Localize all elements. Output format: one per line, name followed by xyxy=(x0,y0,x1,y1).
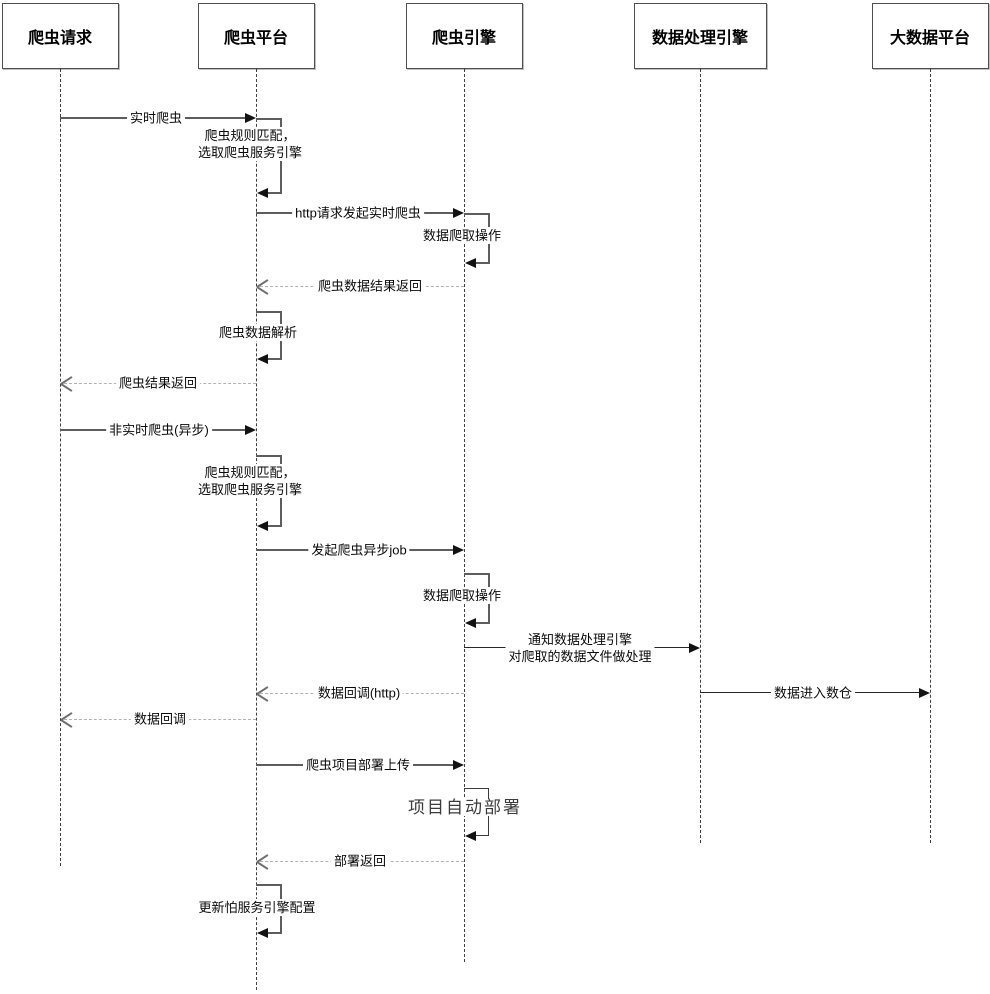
arrowhead-icon xyxy=(245,113,256,123)
message-label: http请求发起实时爬虫 xyxy=(292,204,424,222)
actor-box-crawler-platform: 爬虫平台 xyxy=(197,3,315,69)
self-loop-bottom xyxy=(474,622,490,624)
message-label: 实时爬虫 xyxy=(126,109,186,127)
message-label: 数据爬取操作 xyxy=(419,227,505,244)
arrowhead-icon xyxy=(689,643,700,653)
message-label: 爬虫规则匹配，选取爬虫服务引擎 xyxy=(194,127,306,161)
arrowhead-icon xyxy=(465,618,476,628)
arrowhead-icon xyxy=(257,354,268,364)
message-label: 更新怕服务引擎配置 xyxy=(195,899,319,916)
self-loop-top xyxy=(464,573,488,575)
arrowhead-icon xyxy=(257,188,268,198)
arrowhead-icon xyxy=(453,208,464,218)
open-arrowhead-icon xyxy=(60,712,74,728)
self-loop-bottom xyxy=(266,932,282,934)
message-label: 部署返回 xyxy=(330,852,390,870)
self-loop-bottom xyxy=(474,835,489,836)
actor-box-big-data-platform: 大数据平台 xyxy=(871,3,989,69)
message-label: 爬虫规则匹配，选取爬虫服务引擎 xyxy=(194,464,306,498)
self-loop-bottom xyxy=(266,525,282,527)
actor-box-crawler-engine: 爬虫引擎 xyxy=(405,3,523,69)
message-label: 爬虫结果返回 xyxy=(115,374,201,392)
self-loop-bottom xyxy=(266,192,282,194)
message-label: 数据进入数仓 xyxy=(770,684,856,702)
actor-box-data-processing-engine: 数据处理引擎 xyxy=(633,3,767,69)
arrowhead-icon xyxy=(465,831,476,841)
arrowhead-icon xyxy=(257,928,268,938)
lifeline-data-processing-engine xyxy=(700,69,701,843)
message-label: 通知数据处理引擎对爬取的数据文件做处理 xyxy=(505,631,655,665)
self-loop-top xyxy=(464,213,488,215)
arrowhead-icon xyxy=(257,521,268,531)
message-label: 爬虫数据结果返回 xyxy=(314,277,426,295)
arrowhead-icon xyxy=(245,425,256,435)
open-arrowhead-icon xyxy=(256,279,270,295)
open-arrowhead-icon xyxy=(256,686,270,702)
message-label: 非实时爬虫(异步) xyxy=(106,421,212,439)
message-label: 爬虫数据解析 xyxy=(215,324,301,341)
self-loop-bottom xyxy=(266,358,282,360)
self-loop-top xyxy=(256,455,280,457)
open-arrowhead-icon xyxy=(256,854,270,870)
message-label: 数据回调(http) xyxy=(314,684,404,702)
arrowhead-icon xyxy=(919,688,930,698)
arrowhead-icon xyxy=(465,258,476,268)
self-loop-top xyxy=(256,118,280,120)
lifeline-big-data-platform xyxy=(930,69,931,843)
arrowhead-icon xyxy=(453,760,464,770)
message-label: 项目自动部署 xyxy=(405,799,525,816)
self-loop-top xyxy=(256,884,280,886)
self-loop-top xyxy=(256,311,280,313)
message-label: 数据回调 xyxy=(130,710,190,728)
lifeline-crawler-request xyxy=(60,69,61,866)
self-loop-top xyxy=(464,788,488,789)
lifeline-crawler-platform xyxy=(256,69,257,990)
message-label: 爬虫项目部署上传 xyxy=(302,756,414,774)
open-arrowhead-icon xyxy=(60,376,74,392)
arrowhead-icon xyxy=(453,545,464,555)
actor-box-crawler-request: 爬虫请求 xyxy=(1,3,119,69)
message-label: 数据爬取操作 xyxy=(419,587,505,604)
lifeline-crawler-engine xyxy=(464,69,465,962)
message-label: 发起爬虫异步job xyxy=(308,541,410,559)
self-loop-bottom xyxy=(474,262,490,264)
